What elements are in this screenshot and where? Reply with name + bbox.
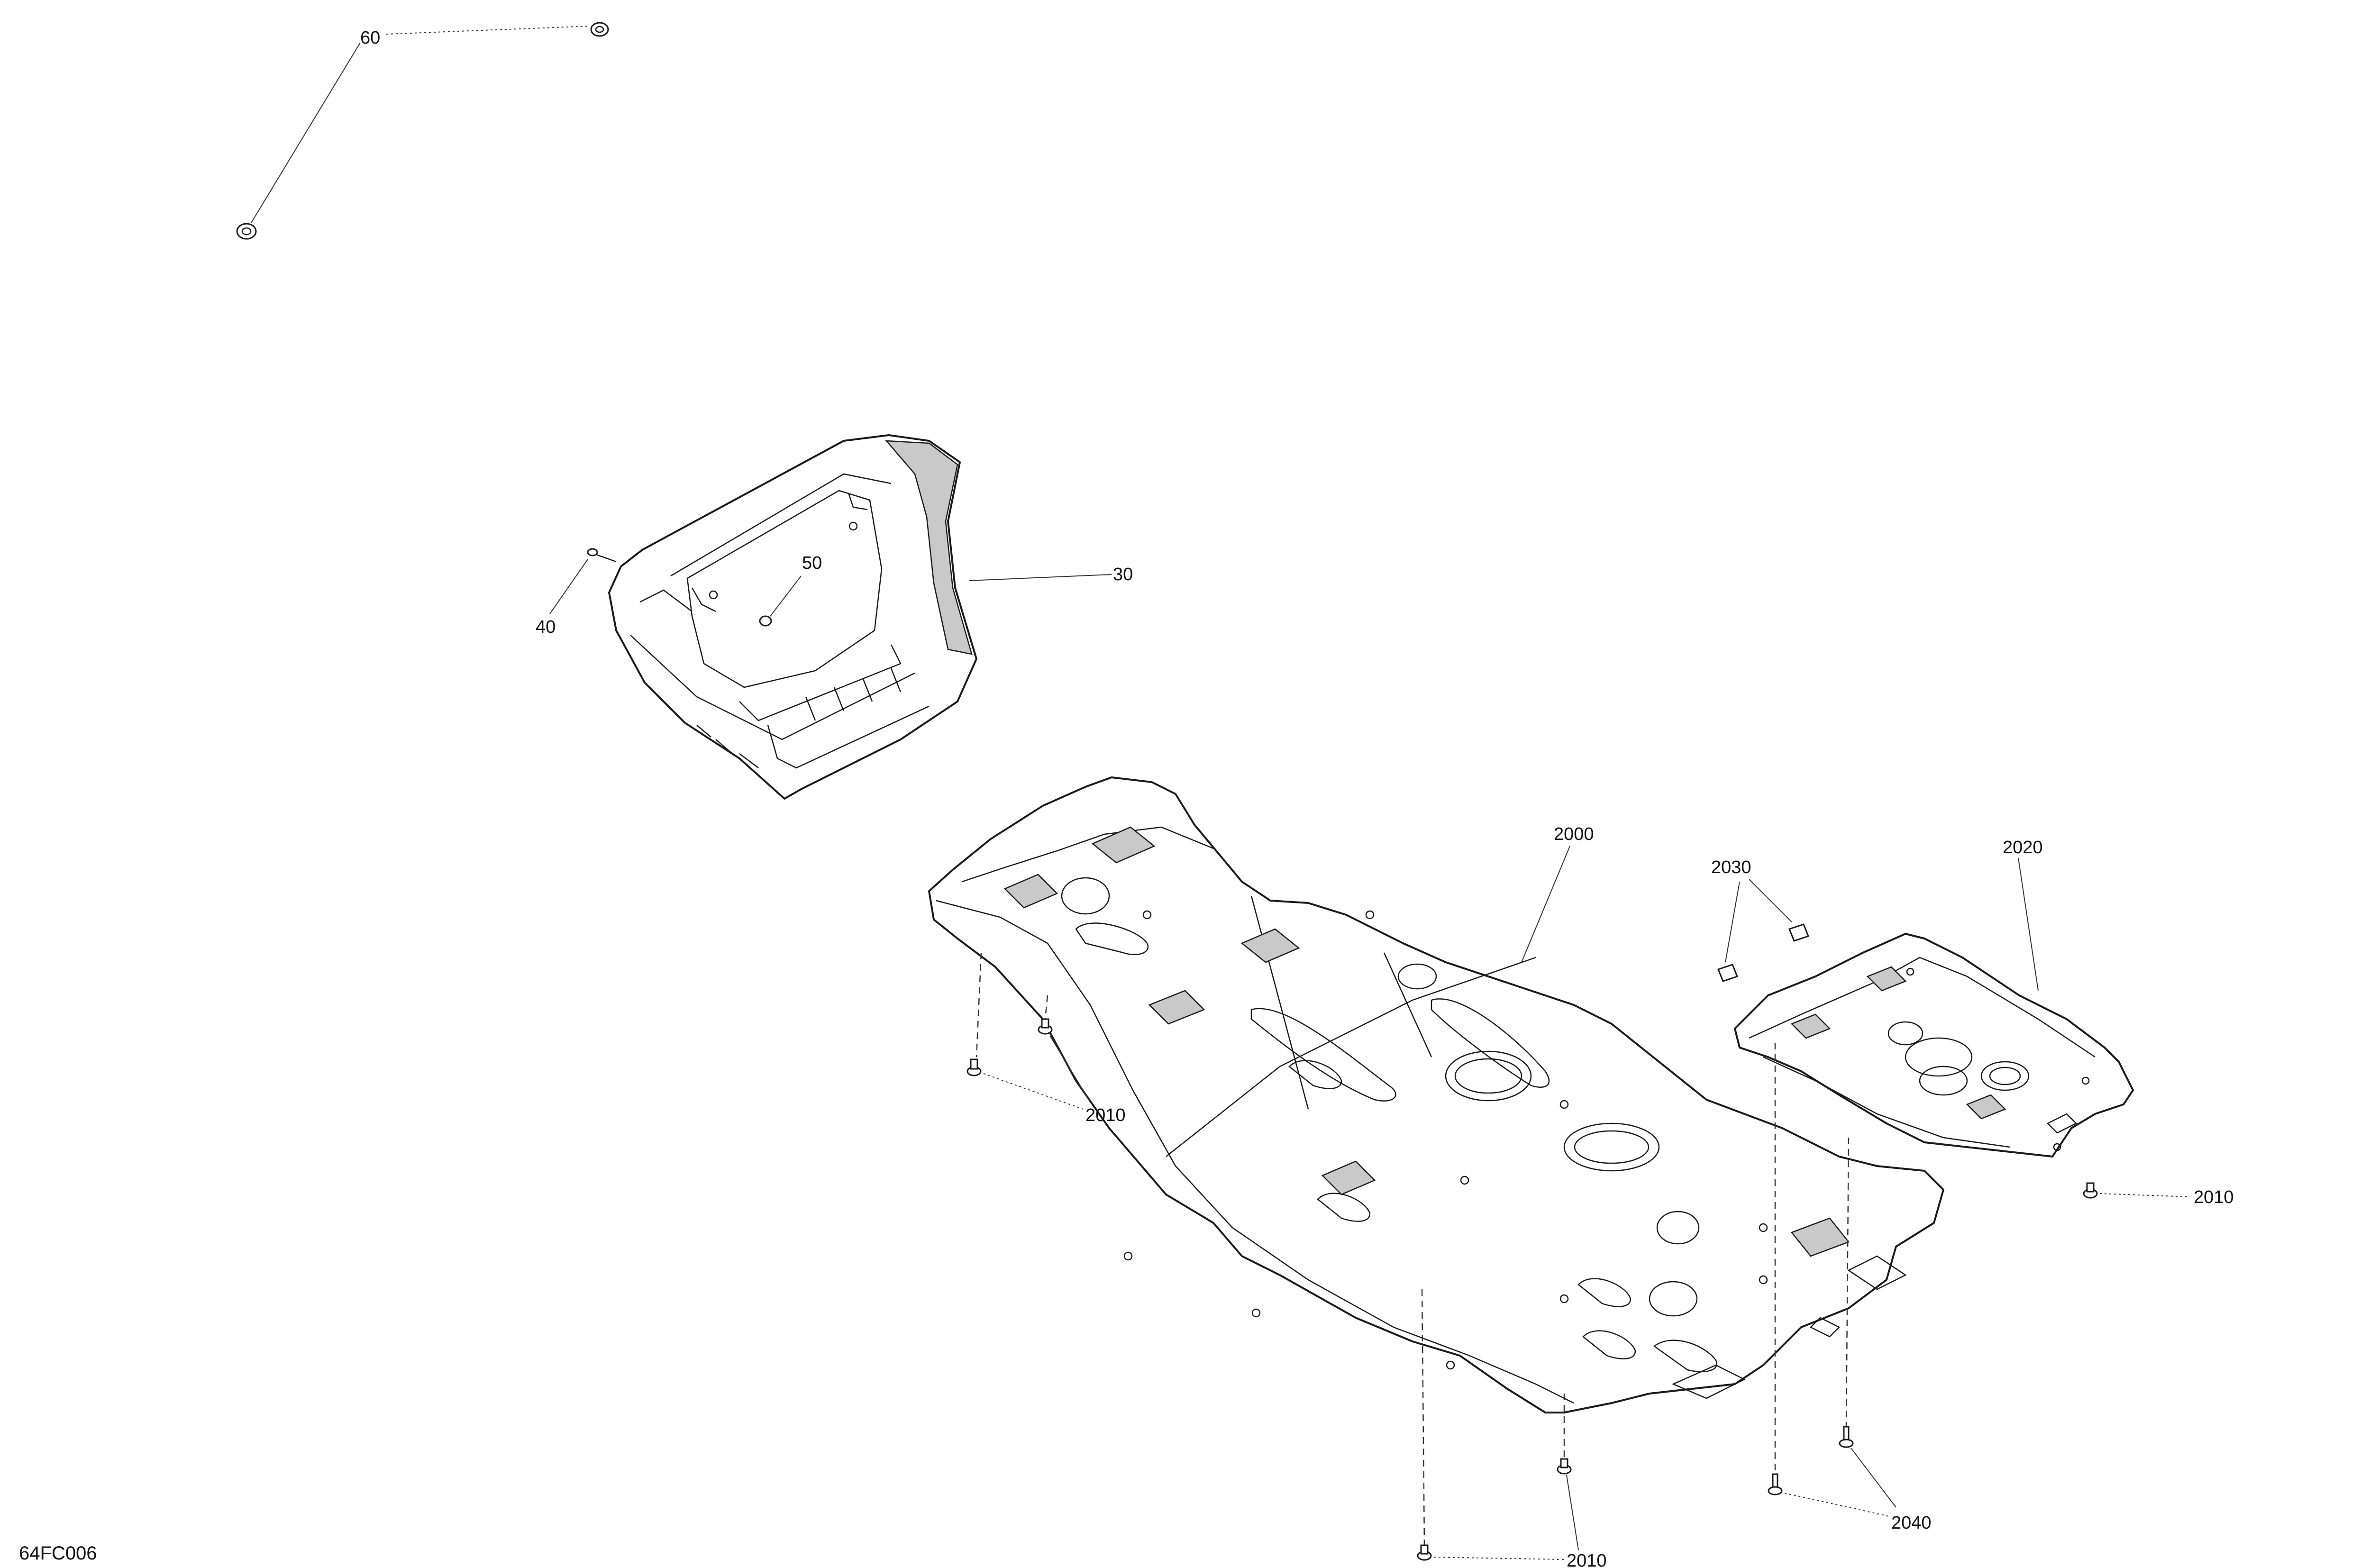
callout-2010-bottom: 2010 bbox=[1567, 1551, 1607, 1568]
callout-50: 50 bbox=[802, 553, 822, 573]
part-2000-floor-plate bbox=[928, 776, 1944, 1413]
callout-40: 40 bbox=[536, 617, 556, 637]
part-2020-rear-plate bbox=[1734, 933, 2134, 1158]
callout-2040: 2040 bbox=[1891, 1513, 1932, 1533]
callout-2010-right: 2010 bbox=[2194, 1187, 2234, 1207]
part-30-console bbox=[608, 434, 977, 800]
part-2040-screws bbox=[1768, 1043, 1896, 1517]
callout-2010-left: 2010 bbox=[1085, 1105, 1126, 1125]
callout-2000: 2000 bbox=[1554, 824, 1594, 844]
part-60-grommets bbox=[236, 22, 609, 240]
figure-reference: 64FC006 bbox=[19, 1543, 97, 1564]
part-50-nut bbox=[759, 575, 802, 627]
callout-2020: 2020 bbox=[2003, 838, 2043, 857]
part-2010-fasteners-bottom bbox=[1417, 1289, 1579, 1561]
part-40-screw bbox=[549, 548, 617, 614]
callout-2030: 2030 bbox=[1711, 857, 1751, 877]
part-2010-fastener-right bbox=[2083, 1182, 2190, 1199]
part-2030-clip-nuts bbox=[1717, 879, 1809, 982]
callout-60: 60 bbox=[360, 28, 380, 48]
callout-30: 30 bbox=[1113, 565, 1133, 584]
part-2010-fasteners-left bbox=[966, 952, 1091, 1110]
